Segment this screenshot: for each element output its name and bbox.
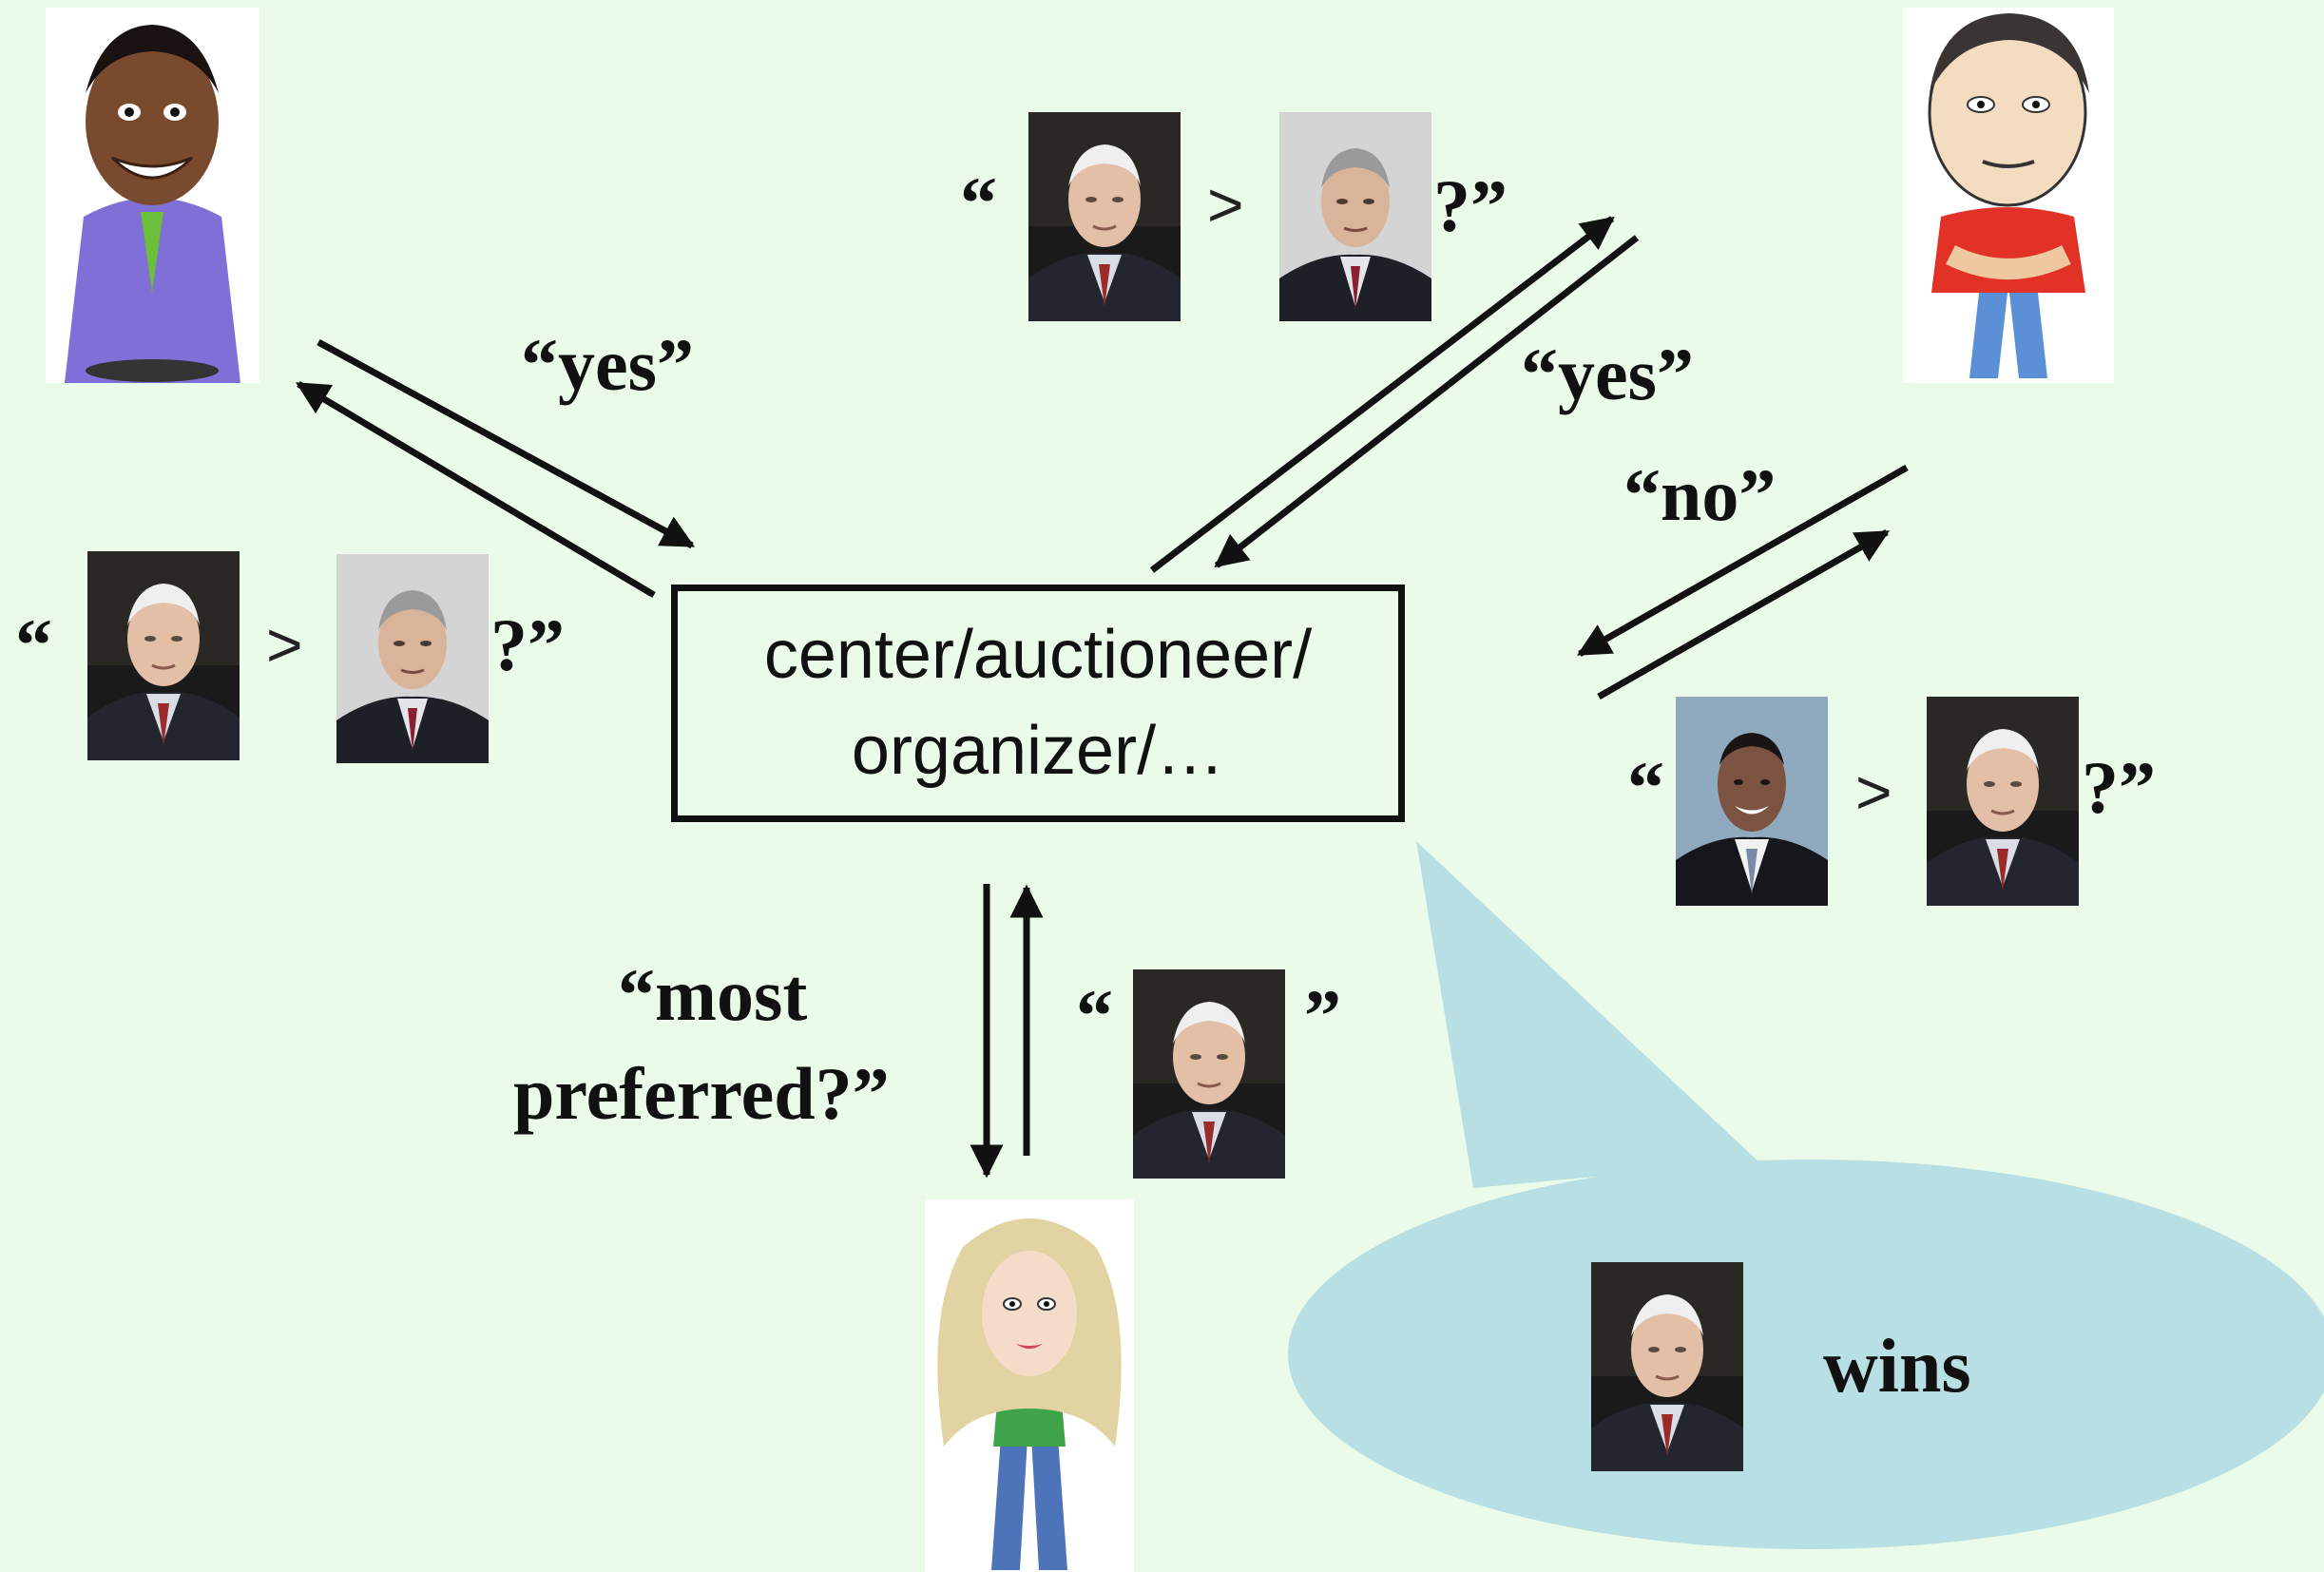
query-topcenter-open-quote: “ xyxy=(960,162,997,244)
answer-bottom-close-quote: ” xyxy=(1304,974,1341,1057)
query-left-close: ?” xyxy=(490,604,565,686)
answer-bottom-open-quote: “ xyxy=(1076,974,1113,1057)
label-no-right: “no” xyxy=(1623,453,1777,536)
bidder-top-right-cartoon xyxy=(1903,8,2114,383)
photo-candidate-b-left xyxy=(335,552,490,765)
bidder-top-left-cartoon xyxy=(46,8,259,383)
photo-candidate-a-winner xyxy=(1589,1260,1745,1473)
photo-candidate-a-right xyxy=(1925,695,2081,908)
center-box: center/auctioneer/ organizer/… xyxy=(671,585,1405,822)
query-topcenter-greater-than: > xyxy=(1207,169,1244,240)
label-most-line1: “most xyxy=(618,953,808,1036)
arrows xyxy=(295,216,1909,1179)
query-right-close: ?” xyxy=(2082,746,2156,829)
query-left-open-quote: “ xyxy=(15,604,52,686)
center-label-line2: organizer/… xyxy=(851,713,1225,789)
arrow-center-to-right xyxy=(1597,528,1891,700)
label-most-line2: preferred?” xyxy=(513,1052,890,1135)
arrow-topright-to-center xyxy=(1214,235,1640,568)
photo-candidate-a-topcenter xyxy=(1027,110,1182,323)
bidder-bottom-cartoon xyxy=(925,1199,1134,1572)
label-yes-right: “yes” xyxy=(1521,333,1694,415)
arrow-right-to-center xyxy=(1576,464,1909,658)
label-yes-left: “yes” xyxy=(521,323,694,406)
arrow-center-to-topright xyxy=(1149,216,1615,573)
speech-bubble-body xyxy=(1288,1160,2324,1549)
arrow-center-to-left xyxy=(295,380,656,599)
label-wins: wins xyxy=(1823,1325,1971,1409)
photo-candidate-b-topcenter xyxy=(1277,110,1433,323)
speech-bubble xyxy=(1416,841,1758,1188)
photo-candidate-a-bottom xyxy=(1131,968,1287,1180)
photo-candidate-a-left xyxy=(86,549,241,762)
query-right-greater-than: > xyxy=(1855,757,1892,827)
photo-candidate-c-right xyxy=(1676,697,1828,906)
query-right-open-quote: “ xyxy=(1627,746,1664,829)
query-topcenter-close: ?” xyxy=(1433,164,1508,247)
center-label-line1: center/auctioneer/ xyxy=(763,617,1313,694)
query-left-greater-than: > xyxy=(266,609,303,680)
arrow-left-to-center xyxy=(317,338,696,549)
